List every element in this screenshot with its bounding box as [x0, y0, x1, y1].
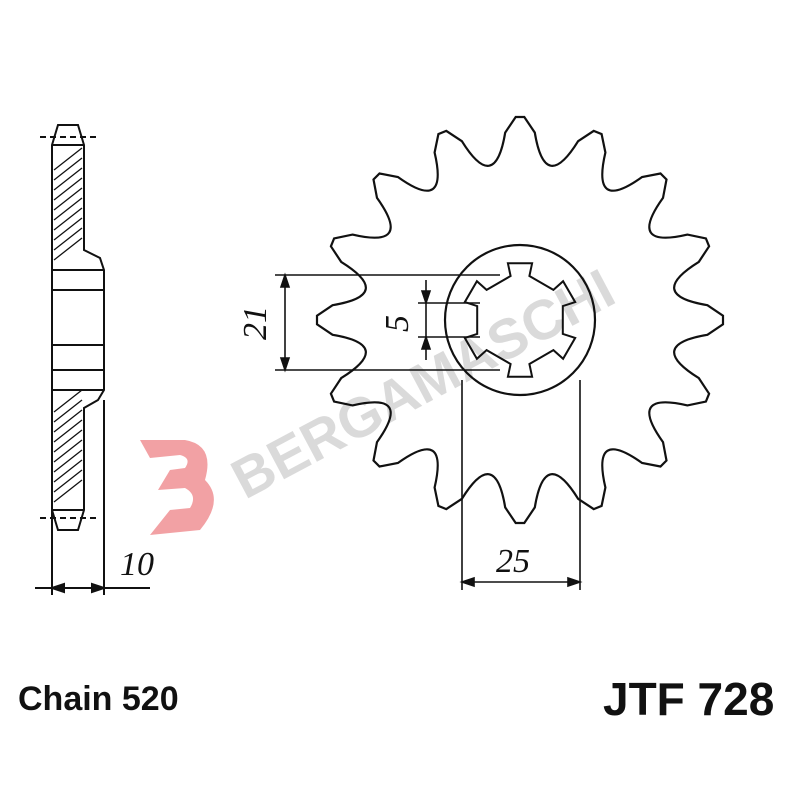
- hatch-line: [53, 147, 83, 171]
- thickness-dimension: 10: [120, 546, 154, 583]
- bore-circle: [443, 243, 597, 397]
- hatch-line: [53, 419, 83, 443]
- hatch-line: [53, 197, 83, 221]
- side-view: [35, 124, 150, 595]
- hatch-line: [53, 187, 83, 211]
- sprocket-outline: [315, 115, 725, 525]
- chain-label: Chain 520: [18, 680, 179, 718]
- hatch-line: [53, 409, 83, 433]
- hatch-line: [53, 399, 83, 423]
- watermark-logo-icon: [140, 440, 214, 535]
- hatch-line: [53, 469, 83, 493]
- hatch-line: [53, 167, 83, 191]
- hatch-line: [53, 227, 83, 251]
- hatch-line: [53, 217, 83, 241]
- hatch-line: [53, 459, 83, 483]
- hatch-line: [53, 207, 83, 231]
- watermark: BERGAMASCHI: [140, 256, 624, 535]
- hatch-line: [53, 177, 83, 201]
- hatch-line: [53, 439, 83, 463]
- spline-width-dimension: 5: [379, 315, 416, 332]
- dimension-lines: [275, 272, 583, 590]
- part-code: JTF 728: [603, 673, 775, 725]
- hatch-line: [53, 157, 83, 181]
- spline-hole: [463, 262, 577, 378]
- hole-diameter-dimension: 25: [496, 543, 530, 580]
- hatch-line: [53, 237, 83, 261]
- hatch-line: [53, 429, 83, 453]
- hatch-line: [53, 449, 83, 473]
- hatch-line: [53, 389, 83, 413]
- bore-height-dimension: 21: [237, 306, 274, 340]
- hatch-line: [53, 479, 83, 503]
